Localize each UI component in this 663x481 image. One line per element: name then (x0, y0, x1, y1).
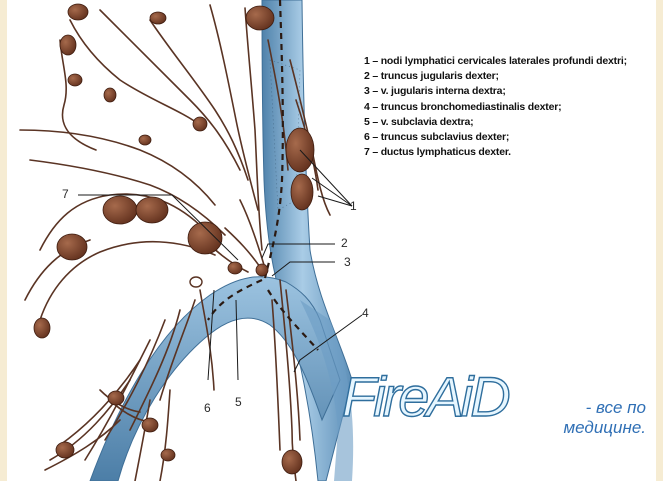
callout-3: 3 (344, 255, 351, 269)
subclavian-trunk-loop (190, 277, 202, 287)
watermark-tagline-line1: - все по (516, 398, 646, 418)
callout-6: 6 (204, 401, 211, 415)
legend-item: 6 – truncus subclavius dexter; (364, 130, 627, 145)
legend-item: 1 – nodi lymphatici cervicales laterales… (364, 54, 627, 69)
watermark-tagline: - все по медицине. (516, 398, 646, 438)
legend-list: 1 – nodi lymphatici cervicales laterales… (364, 54, 627, 160)
legend-item: 2 – truncus jugularis dexter; (364, 69, 627, 84)
callout-4: 4 (362, 306, 369, 320)
watermark-tagline-line2: медицине. (516, 418, 646, 438)
callout-7: 7 (62, 187, 69, 201)
legend-item: 7 – ductus lymphaticus dexter. (364, 145, 627, 160)
callout-2: 2 (341, 236, 348, 250)
legend-item: 3 – v. jugularis interna dextra; (364, 84, 627, 99)
callout-5: 5 (235, 395, 242, 409)
legend-item: 5 – v. subclavia dextra; (364, 115, 627, 130)
callout-1: 1 (350, 199, 357, 213)
fireaid-watermark: FireAiD - все по медицине. (334, 362, 644, 457)
watermark-logo: FireAiD (342, 364, 508, 429)
legend-item: 4 – truncus bronchomediastinalis dexter; (364, 100, 627, 115)
